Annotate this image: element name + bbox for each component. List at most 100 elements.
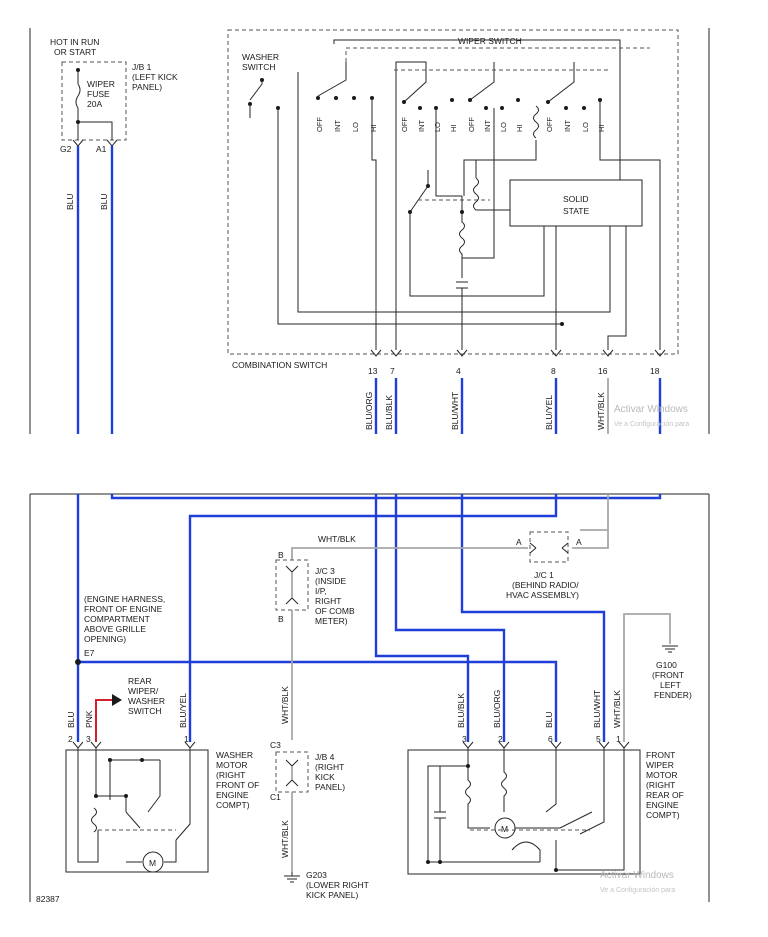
motor-wire-blu: BLU (544, 711, 554, 728)
motor-wire-blu-org: BLU/ORG (492, 690, 502, 728)
washer-wire-blu-yel: BLU/YEL (178, 693, 188, 728)
watermark-bottom-1: Activar Windows (600, 870, 674, 881)
jb1-line2: (LEFT KICK (132, 72, 178, 82)
pos-int-2: INT (417, 120, 426, 133)
pos-hi-4: HI (597, 125, 606, 133)
hot-in-run-label: HOT IN RUN (50, 37, 99, 47)
front-motor-line-4: (RIGHT (646, 780, 675, 790)
washer-motor-line-2: MOTOR (216, 760, 247, 770)
washer-motor-icon (142, 851, 164, 873)
motor-pin-2: 2 (498, 734, 503, 744)
engine-harness-line-2: FRONT OF ENGINE (84, 604, 163, 614)
washer-motor-line-1: WASHER (216, 750, 253, 760)
switch-row-1: OFF INT LO HI (315, 62, 378, 350)
washer-connectors (72, 741, 196, 749)
g203-line-2: (LOWER RIGHT (306, 880, 369, 890)
bus-blu-blk (374, 494, 470, 742)
bottom-panel: WHT/BLK A A J/C 1 (BEHIND RADIO/ HVAC AS… (29, 493, 710, 904)
or-start-label: OR START (54, 47, 96, 57)
combination-switch-label: COMBINATION SWITCH (232, 360, 327, 370)
jc3-line-6: METER) (315, 616, 348, 626)
wire-label-blu-2: BLU (99, 193, 109, 210)
jb4-pin-c3: C3 (270, 740, 281, 750)
wht-blk-label-mid: WHT/BLK (280, 686, 290, 724)
jb4-line-3: KICK (315, 772, 335, 782)
washer-switch-node (260, 78, 264, 82)
jc1-pin-left: A (516, 537, 522, 547)
bus-blu-top (110, 494, 662, 500)
jc3-line-2: (INSIDE (315, 576, 347, 586)
fuse-node-top (76, 68, 80, 72)
front-motor-line-1: FRONT (646, 750, 675, 760)
washer-output-wire (277, 108, 562, 325)
pin-13: 13 (368, 366, 378, 376)
jb1-line3: PANEL) (132, 82, 162, 92)
switch-row-2: OFF INT LO HI (395, 61, 462, 350)
pin-18: 18 (650, 366, 660, 376)
pin-a1: A1 (96, 144, 107, 154)
g203-line-3: KICK PANEL) (306, 890, 358, 900)
motor-pin-3: 3 (462, 734, 467, 744)
pos-off-3: OFF (467, 117, 476, 132)
switch-row-3: OFF INT LO HI (462, 62, 524, 259)
washer-pin-3: 3 (86, 734, 91, 744)
bus-blu-yel (188, 494, 558, 742)
pos-int-4: INT (563, 120, 572, 133)
washer-pin-1: 1 (184, 734, 189, 744)
bus-blu-e7 (78, 660, 558, 742)
engine-harness-line-1: (ENGINE HARNESS, (84, 594, 165, 604)
washer-motor-line-3: (RIGHT (216, 770, 245, 780)
solid-state-box (509, 179, 643, 227)
engine-harness-line-4: ABOVE GRILLE (84, 624, 146, 634)
engine-harness-line-5: OPENING) (84, 634, 126, 644)
jb4-line-4: PANEL) (315, 782, 345, 792)
washer-coil (91, 807, 97, 833)
pin-4: 4 (456, 366, 461, 376)
ground-g100-icon (662, 645, 678, 653)
wire-label-blu-yel: BLU/YEL (544, 395, 554, 430)
solid-state-label-1: SOLID (563, 194, 589, 204)
pin-7: 7 (390, 366, 395, 376)
motor-pin-1: 1 (616, 734, 621, 744)
pos-off-2: OFF (400, 117, 409, 132)
washer-switch-label-2: SWITCH (242, 62, 276, 72)
pos-hi-1: HI (369, 125, 378, 133)
output-connectors: 13 7 4 8 16 18 (368, 349, 666, 376)
figure-number: 82387 (36, 894, 60, 904)
rear-switch-arrow-icon (112, 694, 122, 706)
washer-wire-pnk: PNK (84, 710, 94, 728)
wire-wht-blk-top (291, 547, 528, 560)
rear-switch-line-2: WIPER/ (128, 686, 159, 696)
washer-wire-blu: BLU (66, 711, 76, 728)
g100-line-1: G100 (656, 660, 677, 670)
resistor (459, 196, 465, 278)
wire-label-wht-blk-top: WHT/BLK (596, 392, 606, 430)
wht-blk-label-top: WHT/BLK (318, 534, 356, 544)
rear-switch-line-3: WASHER (128, 696, 165, 706)
top-panel: HOT IN RUN OR START J/B 1 (LEFT KICK PAN… (29, 28, 710, 434)
combination-switch-box (227, 29, 679, 355)
front-motor-symbol: M (501, 824, 508, 834)
jb4-line-1: J/B 4 (315, 752, 335, 762)
jb1-connectors (72, 139, 118, 147)
motor-wire-wht-blk: WHT/BLK (612, 690, 622, 728)
washer-pin-2: 2 (68, 734, 73, 744)
watermark-top-2: Ve a Configuración para (614, 421, 689, 428)
jc3-line-1: J/C 3 (315, 566, 335, 576)
jc1-pin-right: A (576, 537, 582, 547)
washer-motor-line-4: FRONT OF (216, 780, 259, 790)
washer-motor-box (65, 749, 209, 873)
switch-row-4: OFF INT LO HI (463, 62, 661, 350)
jc1-line3: HVAC ASSEMBLY) (506, 590, 579, 600)
motor-pin-6: 6 (548, 734, 553, 744)
pos-hi-3: HI (515, 125, 524, 133)
rear-switch-line-1: REAR (128, 676, 152, 686)
capacitor (456, 281, 468, 289)
relay-coil (473, 177, 510, 211)
washer-switch-label-1: WASHER (242, 52, 279, 62)
washer-motor-line-6: COMPT) (216, 800, 250, 810)
pos-off-4: OFF (545, 117, 554, 132)
front-motor-capacitor (434, 766, 446, 862)
jb4-line-2: (RIGHT (315, 762, 344, 772)
